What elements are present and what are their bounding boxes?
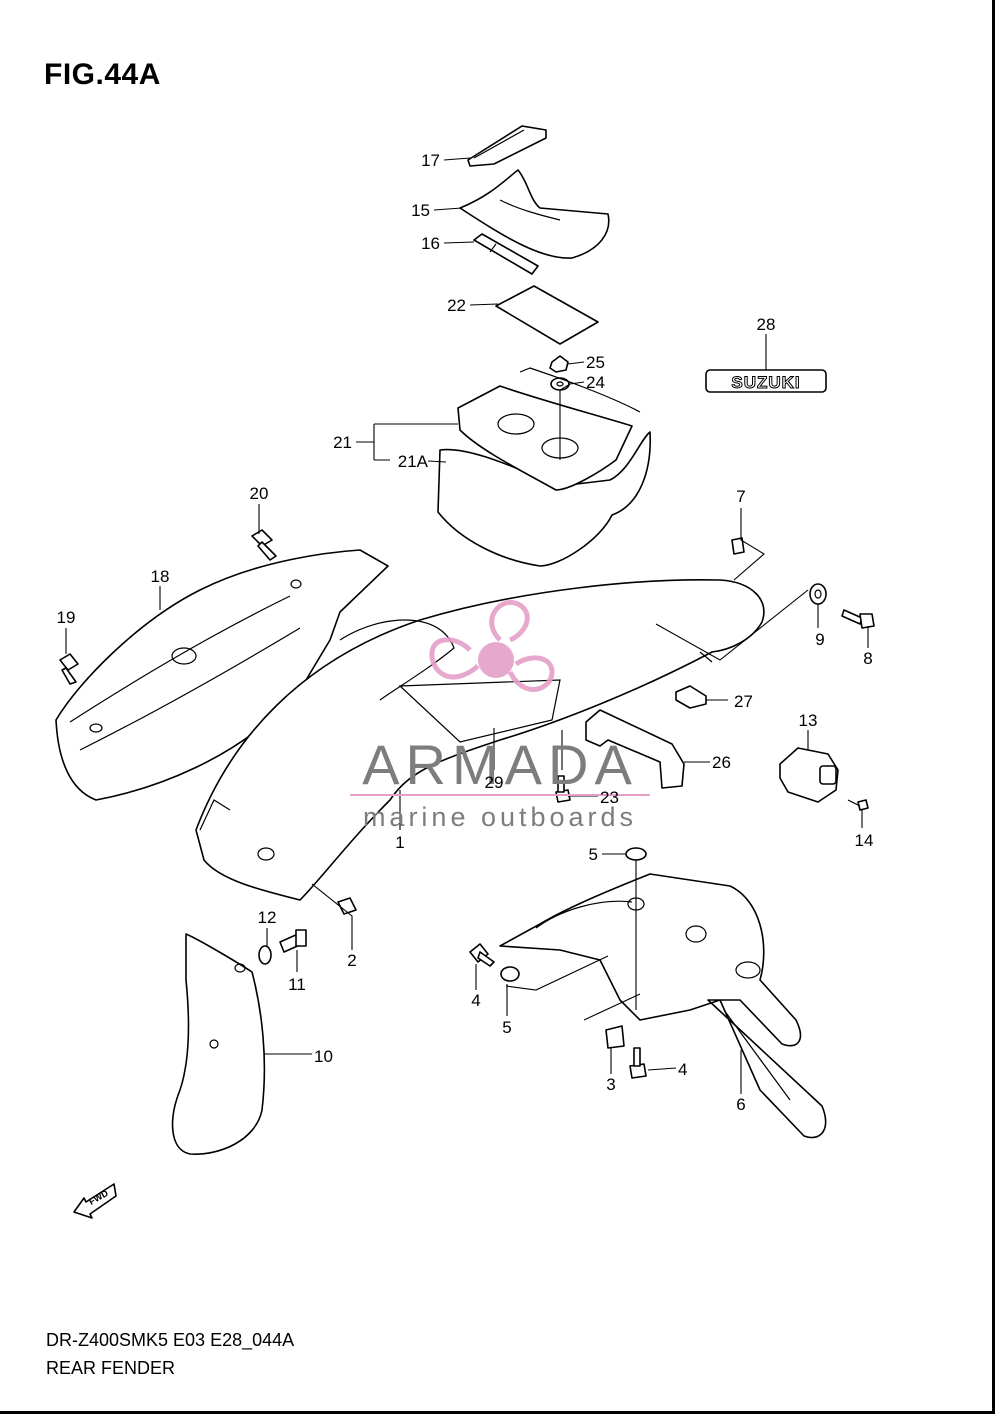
part-nut-3 — [605, 1025, 625, 1049]
callout-14: 14 — [855, 831, 874, 850]
section-name: REAR FENDER — [46, 1358, 176, 1378]
callout-27: 27 — [734, 692, 753, 711]
part-bolt-4-bottom — [629, 1047, 647, 1079]
callout-3: 3 — [606, 1075, 615, 1094]
part-side-cover — [55, 549, 389, 801]
callout-2: 2 — [347, 951, 356, 970]
callout-12: 12 — [258, 908, 277, 927]
callout-6: 6 — [736, 1095, 745, 1114]
watermark-logo — [429, 599, 555, 692]
callout-25: 25 — [586, 353, 605, 372]
callout-labels: 17 15 16 22 28 25 24 21 21A 20 7 18 19 9… — [57, 151, 874, 1114]
part-collar-5-top — [625, 847, 647, 861]
callout-5-left: 5 — [502, 1018, 511, 1037]
callout-29: 29 — [485, 773, 504, 792]
part-bolt-4-left — [469, 943, 495, 967]
part-bolt-2 — [337, 897, 357, 915]
callout-5-top: 5 — [589, 845, 598, 864]
fwd-arrow-icon — [73, 1183, 117, 1219]
watermark-brand: ARMADA — [362, 733, 638, 796]
callout-26: 26 — [712, 753, 731, 772]
part-screw-14 — [847, 799, 869, 811]
callout-24: 24 — [586, 373, 605, 392]
leader-lines — [65, 157, 869, 1094]
callout-9: 9 — [815, 630, 824, 649]
figure-title: FIG.44A — [44, 58, 161, 91]
part-washer — [550, 377, 570, 391]
callout-20: 20 — [250, 484, 269, 503]
part-relay — [779, 747, 839, 803]
part-bolt-8 — [841, 609, 875, 629]
part-grip-handle — [585, 709, 685, 789]
part-plate — [495, 285, 599, 345]
callout-16: 16 — [421, 234, 440, 253]
part-tray — [437, 367, 651, 567]
part-collar-5-left — [500, 966, 520, 982]
callout-4-left: 4 — [471, 991, 480, 1010]
callout-28: 28 — [757, 315, 776, 334]
part-strap — [467, 125, 547, 167]
callout-1: 1 — [395, 833, 404, 852]
part-tool-pin — [473, 233, 539, 275]
watermark-tagline: marine outboards — [363, 802, 637, 832]
callout-10: 10 — [314, 1047, 333, 1066]
callout-13: 13 — [799, 711, 818, 730]
callout-23: 23 — [600, 788, 619, 807]
part-rear-bracket — [499, 873, 827, 1139]
part-tool-bag — [459, 169, 610, 259]
part-nut-7 — [731, 537, 745, 555]
part-bolt-19 — [59, 653, 79, 685]
part-clip-27 — [675, 685, 707, 709]
callout-17: 17 — [421, 151, 440, 170]
part-washer-12 — [258, 945, 272, 965]
part-bolt-20 — [251, 529, 277, 561]
model-code: DR-Z400SMK5 E03 E28_044A — [46, 1330, 295, 1350]
part-mud-flap — [171, 933, 266, 1155]
callout-22: 22 — [447, 296, 466, 315]
part-rear-fender — [195, 578, 765, 901]
suzuki-emblem-text: SUZUKI — [731, 373, 800, 392]
callout-18: 18 — [151, 567, 170, 586]
callout-21: 21 — [333, 433, 352, 452]
callout-19: 19 — [57, 608, 76, 627]
callout-8: 8 — [863, 649, 872, 668]
part-washer-9 — [809, 583, 827, 605]
callout-4-bottom: 4 — [678, 1060, 687, 1079]
part-bolt-11 — [279, 929, 307, 953]
callout-15: 15 — [411, 201, 430, 220]
callout-11: 11 — [288, 975, 306, 994]
callout-7: 7 — [736, 487, 745, 506]
callout-21a: 21A — [398, 452, 429, 471]
part-nut — [549, 355, 569, 373]
